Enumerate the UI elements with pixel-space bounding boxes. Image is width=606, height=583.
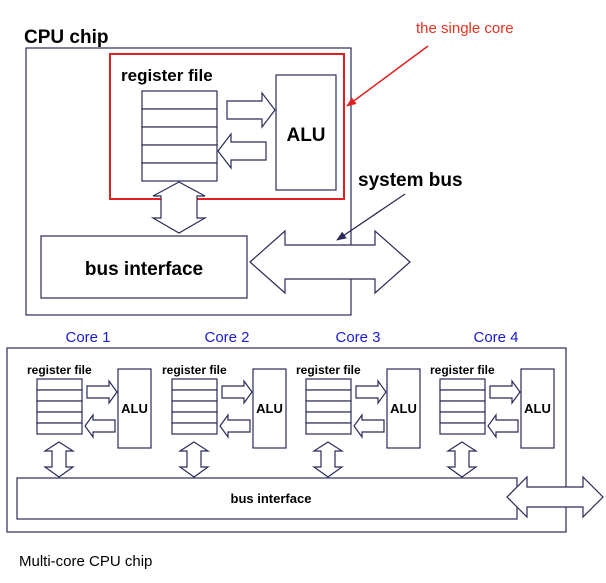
- core-4-alu-box: [520, 368, 555, 449]
- system-bus-arrow: [249, 229, 411, 295]
- core-3-register-row: [305, 422, 352, 435]
- core-4-register-row: [439, 422, 486, 435]
- core-4-register-row: [439, 389, 486, 402]
- alu-label: ALU: [286, 125, 325, 146]
- annotation-arrow: [346, 45, 429, 107]
- core-1-register-row: [36, 378, 83, 391]
- core-3-register-row: [305, 389, 352, 402]
- core-3-alu-box: [386, 368, 421, 449]
- single-core-highlight: [109, 53, 345, 200]
- register-file-stack: [141, 90, 218, 182]
- core-3-register-row: [305, 411, 352, 424]
- core-1-register-row: [36, 389, 83, 402]
- core-2-reg-to-alu-arrow: [221, 379, 253, 405]
- core-2-register-row: [171, 389, 218, 402]
- core-2-register-file-label: register file: [162, 363, 227, 377]
- core-4-register-file-label: register file: [430, 363, 495, 377]
- system-bus-label: system bus: [358, 170, 463, 191]
- core-2-label: Core 2: [204, 329, 249, 346]
- system-bus-pointer: [336, 193, 406, 241]
- single-core-annotation: the single core: [416, 20, 514, 37]
- single-core-section: CPU chip register file ALU the single co…: [24, 20, 514, 316]
- core-1-register-row: [36, 411, 83, 424]
- core-3-register-file-label: register file: [296, 363, 361, 377]
- core-2-register-row: [171, 411, 218, 424]
- core-2-register-row: [171, 400, 218, 413]
- multi-core-caption: Multi-core CPU chip: [19, 553, 152, 570]
- core-1-register-row: [36, 422, 83, 435]
- core-1-register-file-label: register file: [27, 363, 92, 377]
- core-3-reg-to-alu-arrow: [355, 379, 387, 405]
- core-4-reg-to-alu-arrow: [489, 379, 521, 405]
- core-1-reg-to-alu-arrow: [86, 379, 118, 405]
- core-2-register-row: [171, 422, 218, 435]
- core-4-register-row: [439, 400, 486, 413]
- reg-to-alu-arrow: [226, 91, 276, 129]
- core-4-bus-arrow: [445, 441, 479, 478]
- core-1-bus-arrow: [42, 441, 76, 478]
- core-to-bus-arrow: [150, 181, 208, 234]
- core-1-alu-label: ALU: [121, 401, 148, 416]
- core-3-bus-arrow: [311, 441, 345, 478]
- core-2-alu-to-reg-arrow: [219, 413, 251, 439]
- core-3-register-row: [305, 378, 352, 391]
- multi-system-bus-arrow: [506, 475, 604, 519]
- cpu-chip-title: CPU chip: [24, 27, 108, 48]
- core-4-register-row: [439, 411, 486, 424]
- core-1-label: Core 1: [65, 329, 110, 346]
- alu-to-reg-arrow: [217, 132, 267, 170]
- bus-interface-label: bus interface: [85, 259, 203, 280]
- core-1-alu-to-reg-arrow: [84, 413, 116, 439]
- core-1-register-row: [36, 400, 83, 413]
- core-3-alu-label: ALU: [390, 401, 417, 416]
- core-3-label: Core 3: [335, 329, 380, 346]
- core-2-bus-arrow: [177, 441, 211, 478]
- core-1-alu-box: [117, 368, 152, 449]
- core-4-alu-label: ALU: [524, 401, 551, 416]
- core-2-register-row: [171, 378, 218, 391]
- register-file-label: register file: [121, 66, 213, 85]
- core-4-label: Core 4: [473, 329, 518, 346]
- shared-bus-interface-label: bus interface: [231, 491, 312, 506]
- core-4-alu-to-reg-arrow: [487, 413, 519, 439]
- shared-bus-interface-box: [16, 477, 518, 520]
- alu-box: [275, 74, 337, 191]
- core-4-register-row: [439, 378, 486, 391]
- core-3-register-row: [305, 400, 352, 413]
- core-3-alu-to-reg-arrow: [353, 413, 385, 439]
- core-2-alu-label: ALU: [256, 401, 283, 416]
- core-2-alu-box: [252, 368, 287, 449]
- bus-interface-box: [40, 235, 248, 299]
